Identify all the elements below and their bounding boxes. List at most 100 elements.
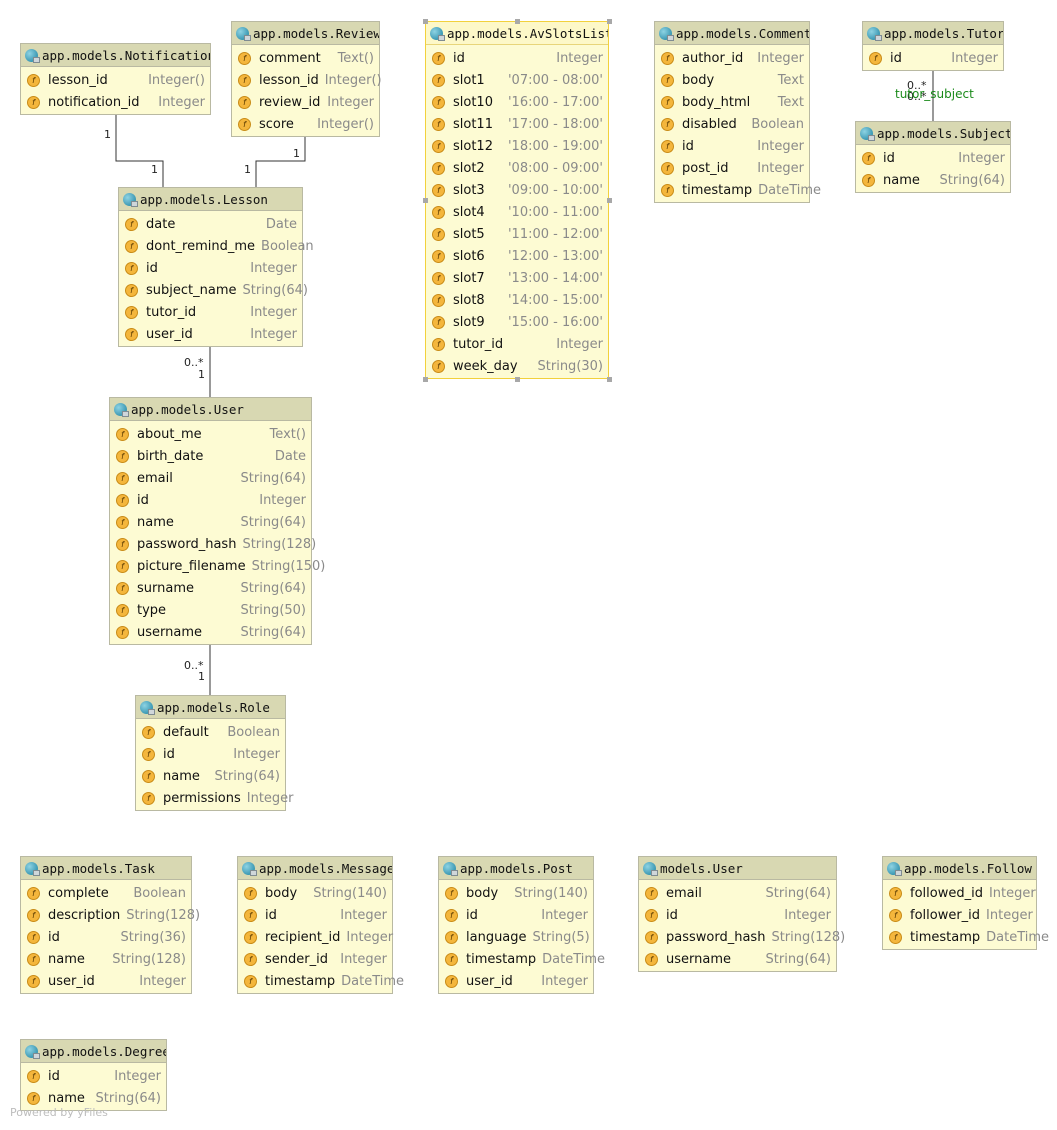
relation-review-lesson[interactable]: [255, 137, 306, 187]
entity-header[interactable]: app.models.Subject: [856, 122, 1010, 145]
entity-header[interactable]: app.models.Post: [439, 857, 593, 880]
entity-header[interactable]: app.models.Notification: [21, 44, 210, 67]
selection-handle[interactable]: [514, 376, 520, 382]
entity-header[interactable]: app.models.Review: [232, 22, 379, 45]
selection-handle[interactable]: [514, 18, 520, 24]
selection-handle[interactable]: [422, 197, 428, 203]
entity-header[interactable]: app.models.User: [110, 398, 311, 421]
entity-header[interactable]: app.models.Comment: [655, 22, 809, 45]
entity-header[interactable]: app.models.Tutor: [863, 22, 1003, 45]
entity-header[interactable]: app.models.Follow: [883, 857, 1036, 880]
entity-header[interactable]: app.models.Role: [136, 696, 285, 719]
selection-handle[interactable]: [422, 376, 428, 382]
entity-header[interactable]: app.models.Task: [21, 857, 191, 880]
selection-handle[interactable]: [606, 18, 612, 24]
entity-header[interactable]: app.models.Message: [238, 857, 392, 880]
selection-handle[interactable]: [606, 197, 612, 203]
selection-handle[interactable]: [606, 376, 612, 382]
selection-handle[interactable]: [422, 18, 428, 24]
